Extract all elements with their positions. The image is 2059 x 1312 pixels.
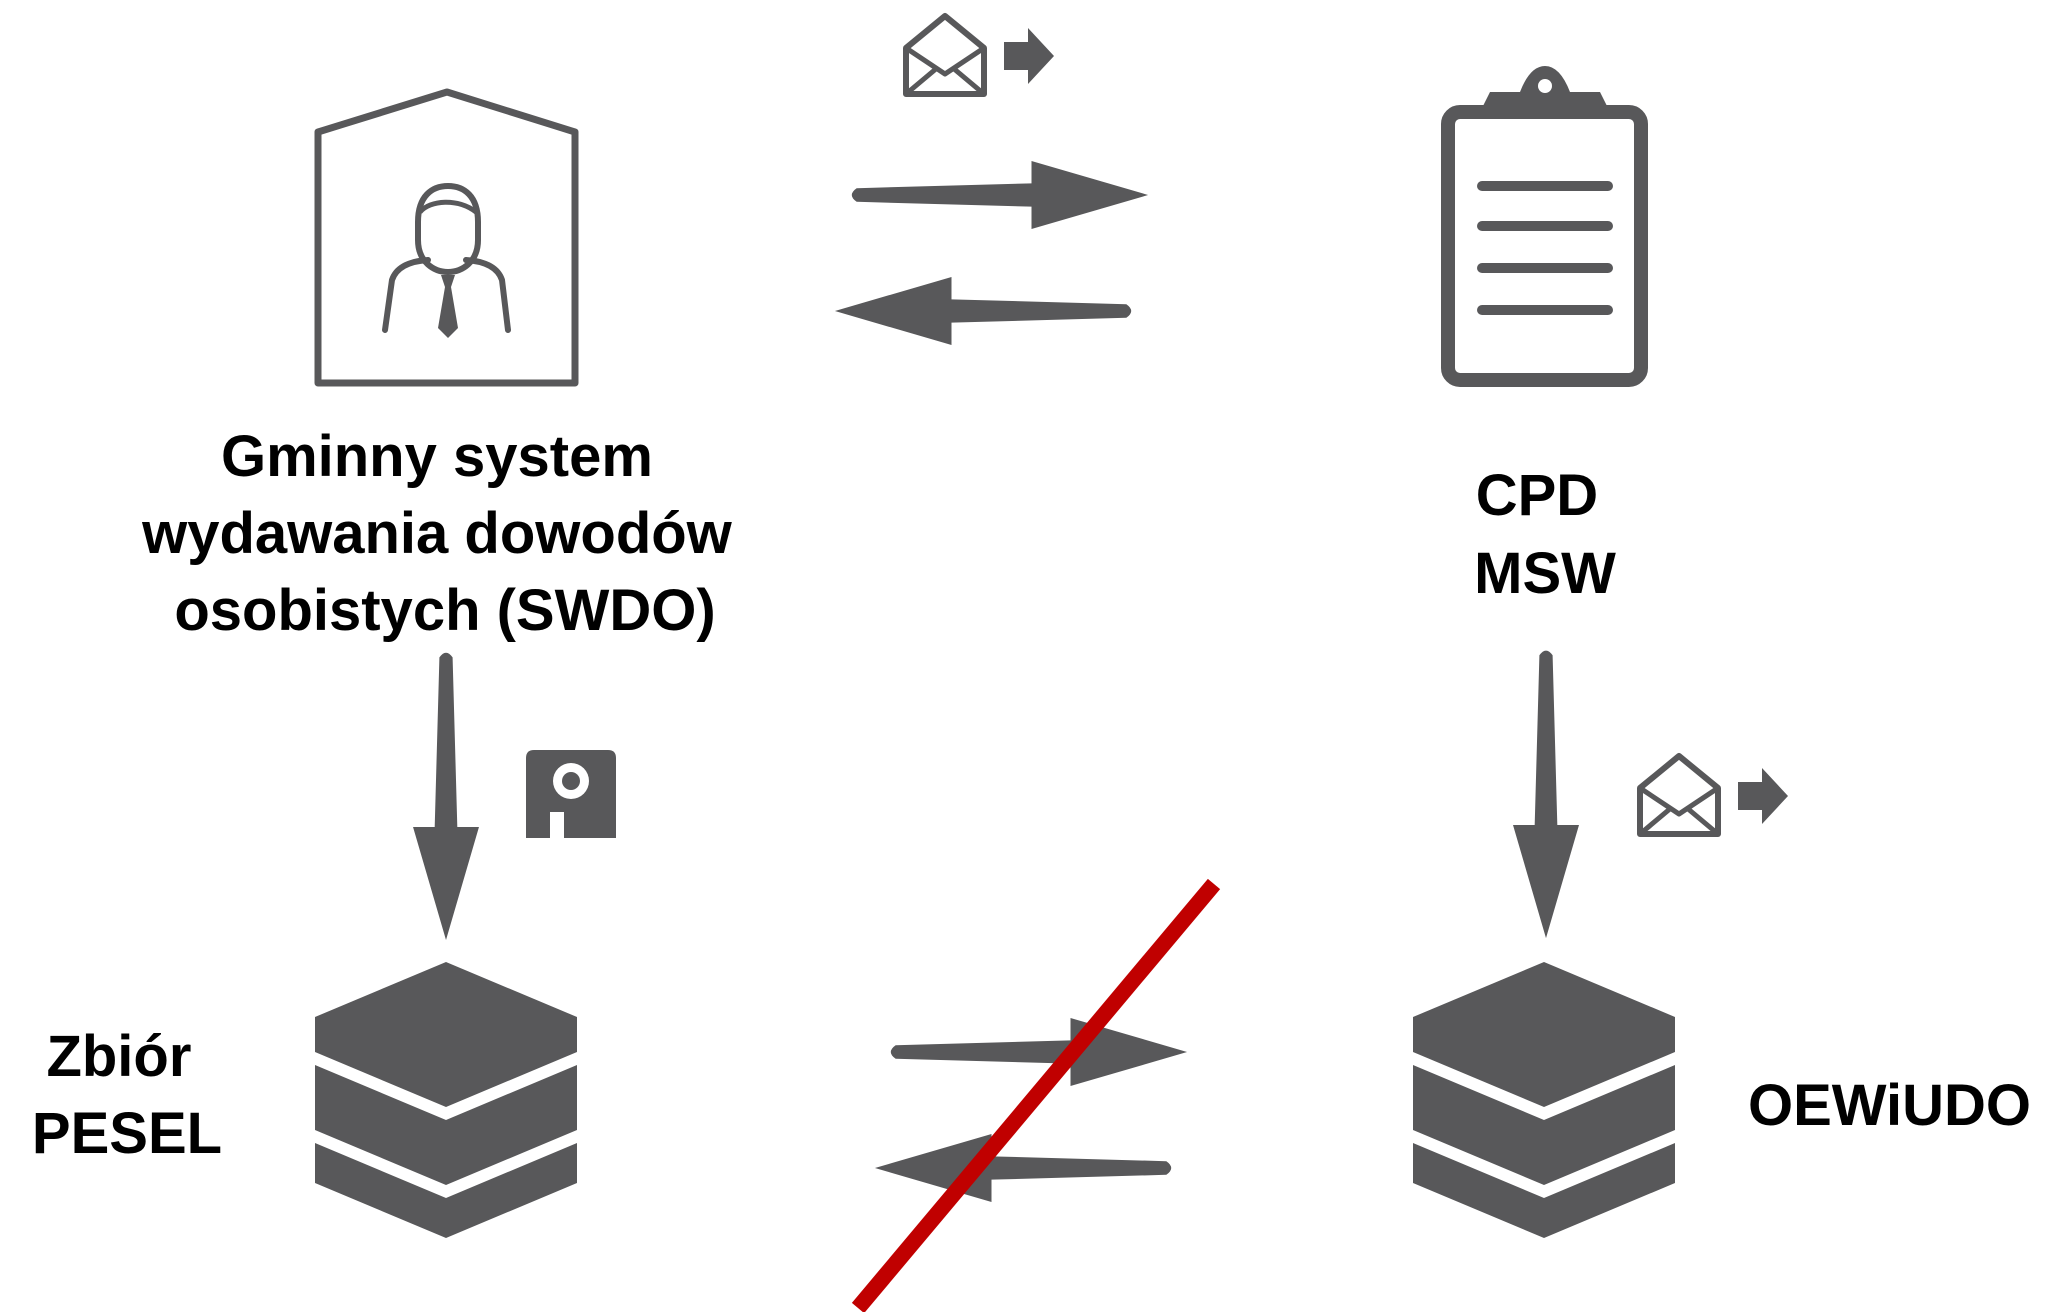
floppy-disk-icon	[526, 750, 616, 838]
swdo-label-line: Gminny system	[221, 424, 653, 489]
pesel-label: Zbiór PESEL	[32, 1024, 222, 1166]
pesel-label-line: PESEL	[32, 1101, 222, 1166]
arrow-pesel-to-oewiudo	[890, 1018, 1188, 1086]
cpd-label-line: MSW	[1474, 541, 1616, 606]
arrow-oewiudo-to-pesel	[874, 1134, 1172, 1202]
cross-out-line	[851, 878, 1221, 1312]
cpd-label: CPD MSW	[1474, 463, 1616, 606]
arrow-swdo-to-pesel	[413, 652, 479, 940]
arrow-to-cpd	[851, 161, 1149, 229]
email-send-icon	[906, 16, 1054, 94]
pesel-label-line: Zbiór	[46, 1024, 191, 1089]
oewiudo-label-line: OEWiUDO	[1748, 1073, 2031, 1138]
database-stack-icon	[315, 962, 577, 1238]
arrow-cpd-to-oewiudo	[1513, 650, 1579, 939]
cpd-label-line: CPD	[1476, 463, 1598, 528]
swdo-label-line: wydawania dowodów	[141, 501, 733, 566]
swdo-label-line: osobistych (SWDO)	[174, 578, 715, 643]
email-send-icon	[1640, 756, 1788, 834]
clipboard-icon	[1441, 66, 1648, 387]
arrow-to-swdo	[834, 277, 1132, 345]
swdo-label: Gminny system wydawania dowodów osobisty…	[141, 424, 748, 643]
oewiudo-label: OEWiUDO	[1748, 1073, 2031, 1138]
office-person-icon	[314, 88, 579, 387]
database-stack-icon	[1413, 962, 1675, 1238]
